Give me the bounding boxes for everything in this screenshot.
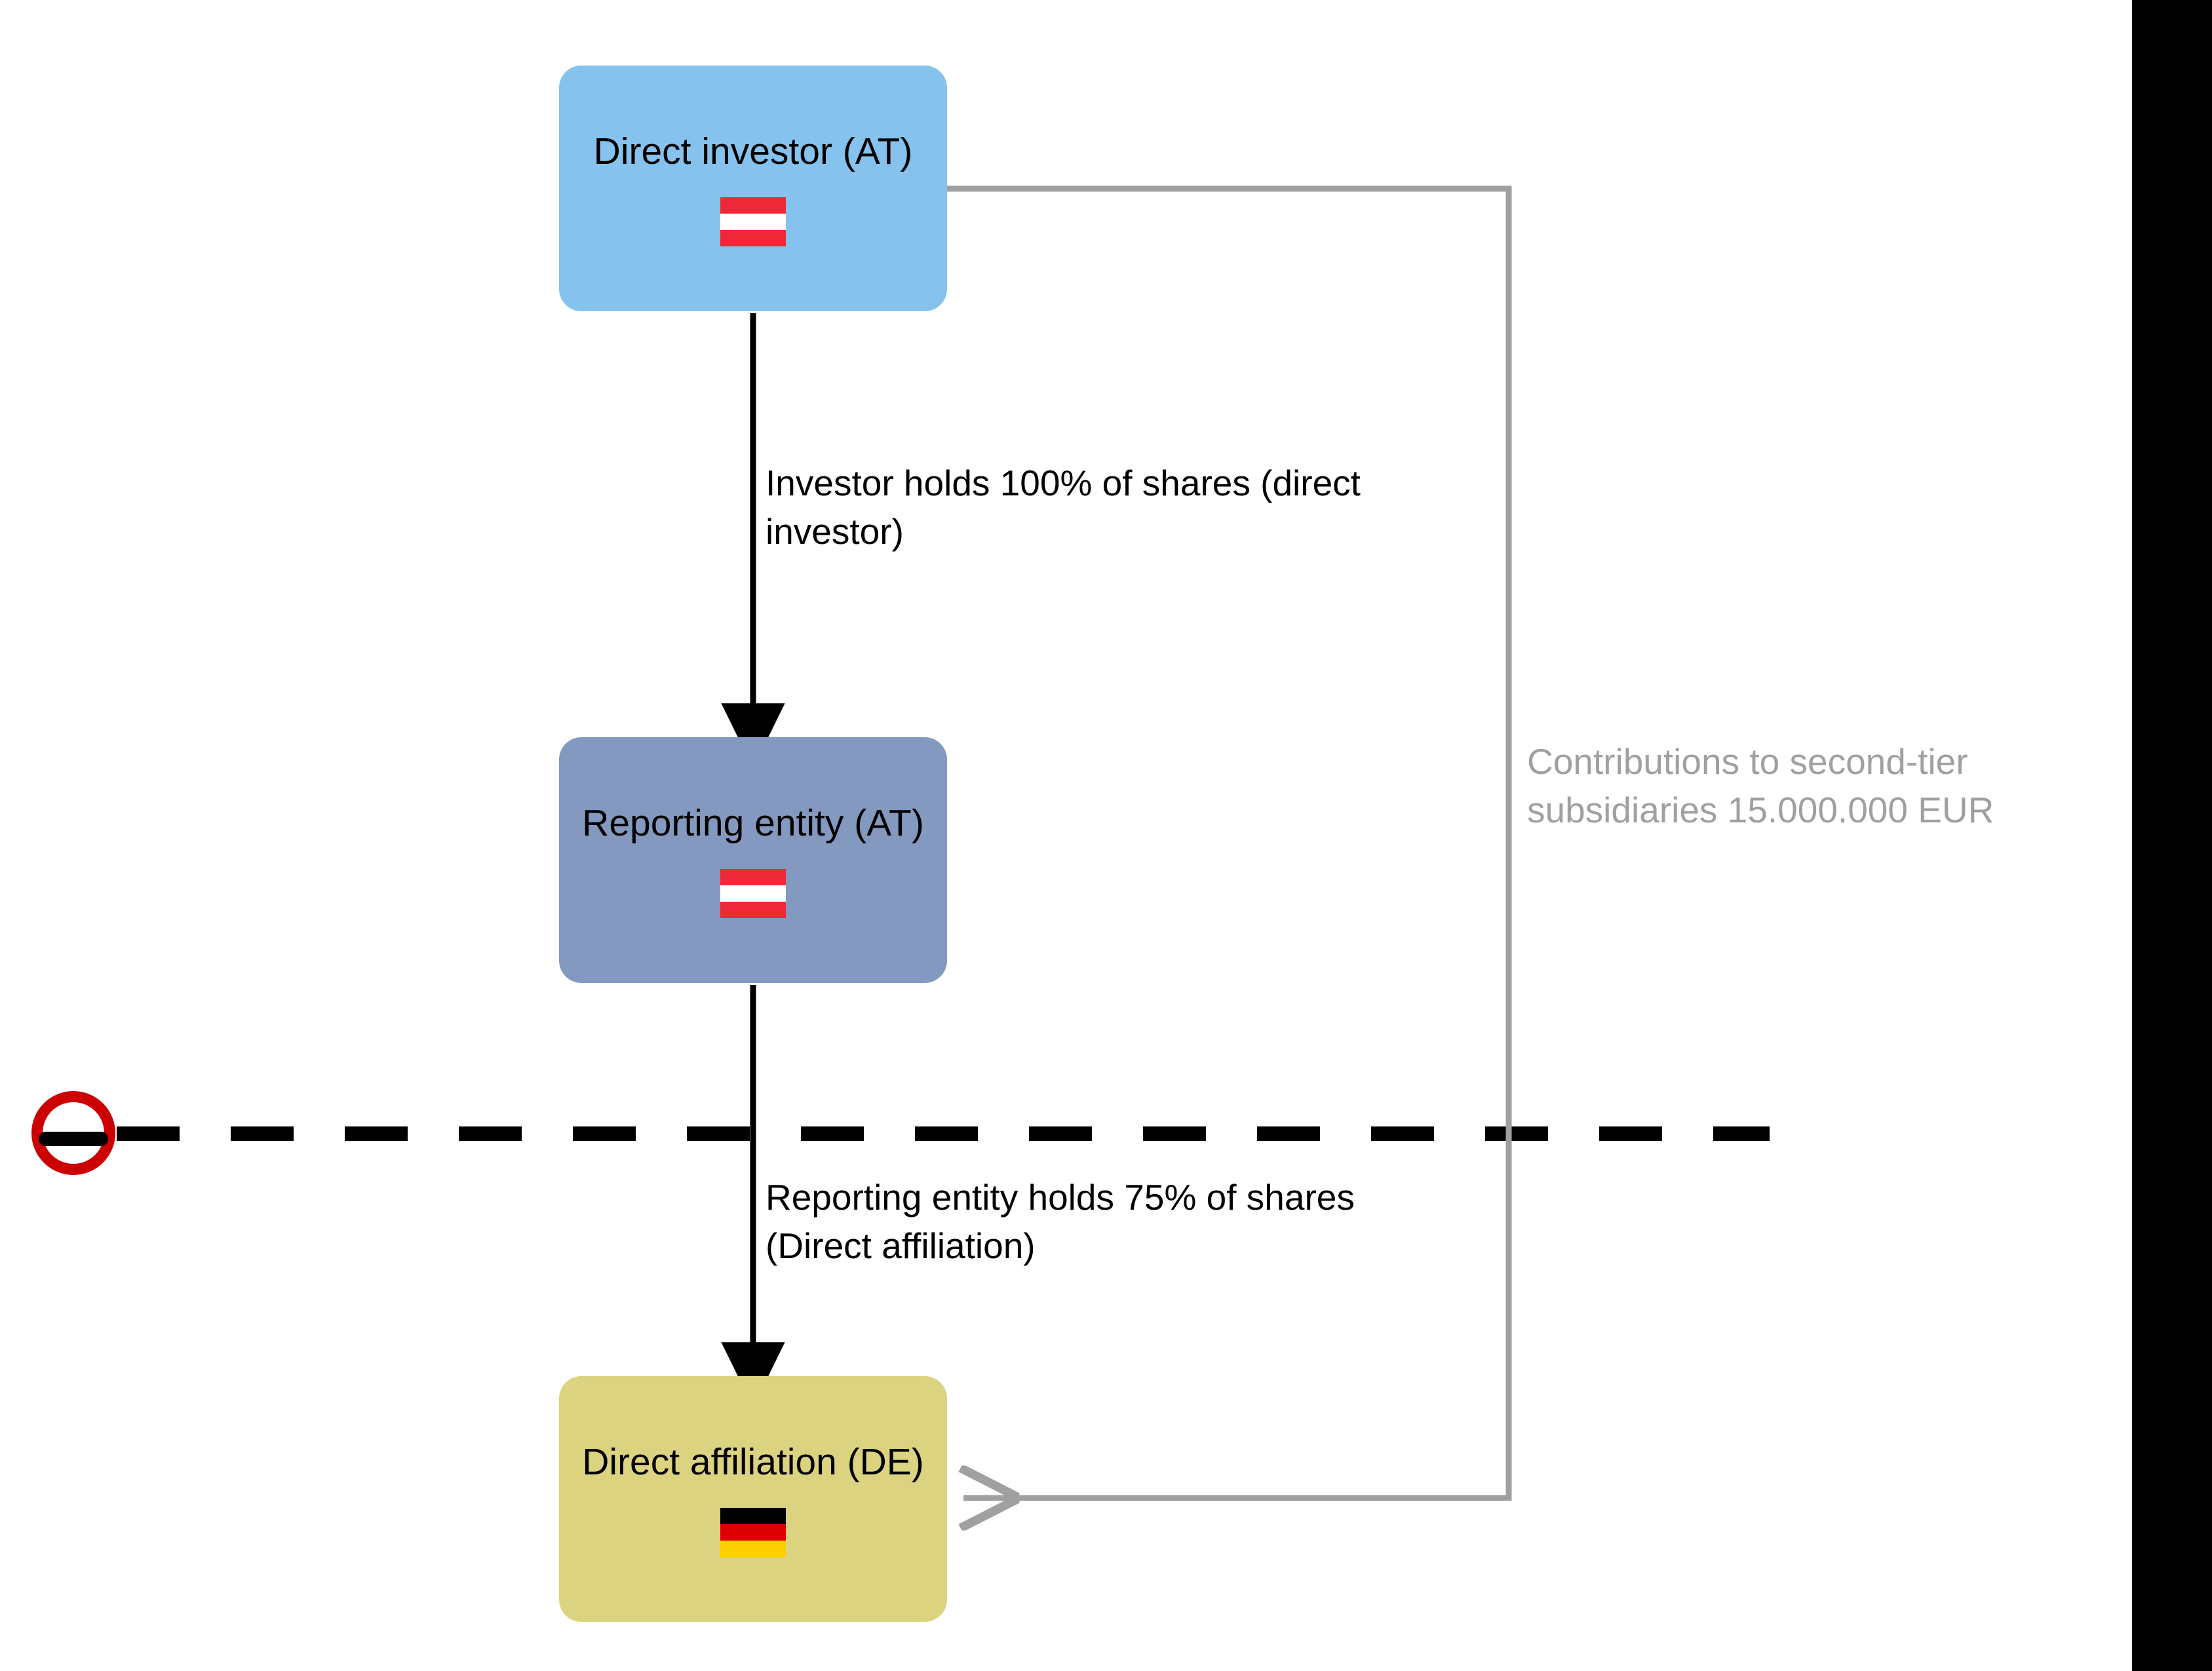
germany-flag-icon	[720, 1507, 786, 1557]
node-direct-affiliation-label: Direct affiliation (DE)	[582, 1441, 924, 1484]
node-direct-affiliation[interactable]: Direct affiliation (DE)	[559, 1376, 947, 1622]
austria-flag-icon	[720, 197, 786, 246]
node-direct-investor-label: Direct investor (AT)	[593, 130, 913, 173]
edge-label-investor-share: Investor holds 100% of shares (direct in…	[766, 463, 1361, 552]
austria-flag-icon	[720, 868, 786, 918]
node-reporting-entity-label: Reporting entity (AT)	[582, 802, 924, 845]
node-reporting-entity[interactable]: Reporting entity (AT)	[559, 737, 947, 983]
no-entry-icon	[31, 1091, 115, 1175]
node-direct-investor[interactable]: Direct investor (AT)	[559, 66, 947, 311]
edge-label-contributions: Contributions to second-tier subsidiarie…	[1527, 741, 1994, 831]
right-black-band	[2132, 0, 2212, 1671]
no-entry-bar	[39, 1132, 108, 1146]
edge-contribution-path	[947, 185, 1512, 1498]
edge-label-reporting-share: Reporting entity holds 75% of shares (Di…	[766, 1177, 1355, 1267]
